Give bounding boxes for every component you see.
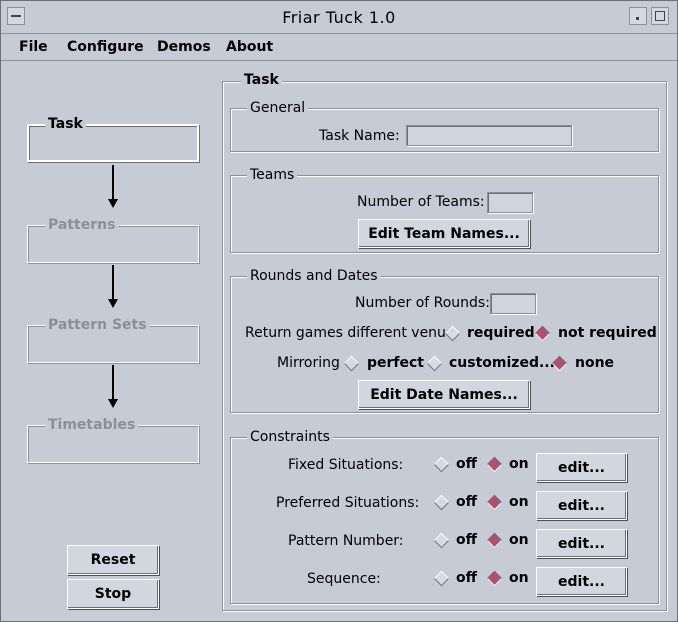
arrow-down-icon — [108, 399, 118, 408]
number-of-teams-input[interactable] — [487, 192, 533, 213]
preferred-situations-label: Preferred Situations: — [276, 495, 420, 511]
constraint-on-label: on — [509, 456, 529, 472]
constraint-on-label: on — [509, 532, 529, 548]
menu-bar: File Configure Demos About — [1, 34, 677, 61]
stop-button[interactable]: Stop — [67, 579, 159, 609]
workflow-step-task-label: Task — [45, 116, 86, 132]
menu-configure[interactable]: Configure — [67, 39, 144, 55]
return-games-label: Return games different venue — [245, 325, 455, 341]
task-panel — [222, 81, 667, 611]
menu-demos[interactable]: Demos — [157, 39, 211, 55]
constraints-group — [230, 437, 659, 604]
return-required-label: required — [467, 325, 535, 341]
pattern-number-edit-button[interactable]: edit... — [536, 529, 627, 558]
return-not-required-label: not required — [558, 325, 657, 341]
mirroring-customized-label: customized... — [449, 355, 555, 371]
window-menu-icon[interactable] — [7, 7, 25, 25]
maximize-icon[interactable] — [651, 7, 669, 25]
workflow-step-task[interactable] — [27, 124, 199, 162]
preferred-situations-edit-button[interactable]: edit... — [536, 491, 627, 520]
workflow-step-pattern-sets-label: Pattern Sets — [45, 317, 150, 333]
minimize-icon[interactable] — [629, 7, 647, 25]
constraint-off-label: off — [456, 570, 477, 586]
rounds-group — [230, 276, 659, 413]
workflow-step-timetables-label: Timetables — [45, 417, 139, 433]
constraint-off-label: off — [456, 456, 477, 472]
sequence-edit-button[interactable]: edit... — [536, 567, 627, 596]
teams-group-title: Teams — [247, 167, 298, 183]
arrow-down-icon — [108, 199, 118, 208]
workflow-arrow — [112, 265, 114, 299]
workflow-arrow — [112, 165, 114, 199]
menu-about[interactable]: About — [226, 39, 274, 55]
general-group-title: General — [247, 100, 309, 116]
sequence-label: Sequence: — [307, 571, 381, 587]
rounds-group-title: Rounds and Dates — [247, 268, 381, 284]
window-title: Friar Tuck 1.0 — [282, 8, 396, 27]
constraint-off-label: off — [456, 532, 477, 548]
arrow-down-icon — [108, 299, 118, 308]
task-name-input[interactable] — [406, 125, 572, 146]
task-name-label: Task Name: — [319, 128, 400, 144]
general-group — [230, 108, 659, 152]
pattern-number-label: Pattern Number: — [288, 533, 404, 549]
menu-file[interactable]: File — [19, 39, 48, 55]
mirroring-none-label: none — [575, 355, 615, 371]
constraint-on-label: on — [509, 570, 529, 586]
task-panel-title: Task — [241, 72, 282, 88]
fixed-situations-edit-button[interactable]: edit... — [536, 453, 627, 482]
number-of-rounds-label: Number of Rounds: — [355, 295, 490, 311]
title-bar: Friar Tuck 1.0 — [1, 1, 677, 34]
fixed-situations-label: Fixed Situations: — [288, 457, 404, 473]
number-of-teams-label: Number of Teams: — [357, 194, 485, 210]
mirroring-label: Mirroring — [277, 355, 340, 371]
edit-team-names-button[interactable]: Edit Team Names... — [358, 219, 530, 248]
constraint-off-label: off — [456, 494, 477, 510]
constraints-group-title: Constraints — [247, 429, 333, 445]
teams-group — [230, 175, 659, 253]
reset-button[interactable]: Reset — [67, 545, 159, 575]
edit-date-names-button[interactable]: Edit Date Names... — [358, 380, 530, 409]
constraint-on-label: on — [509, 494, 529, 510]
mirroring-perfect-label: perfect — [367, 355, 424, 371]
number-of-rounds-input[interactable] — [490, 293, 536, 314]
workflow-arrow — [112, 365, 114, 399]
workflow-step-patterns-label: Patterns — [45, 217, 119, 233]
